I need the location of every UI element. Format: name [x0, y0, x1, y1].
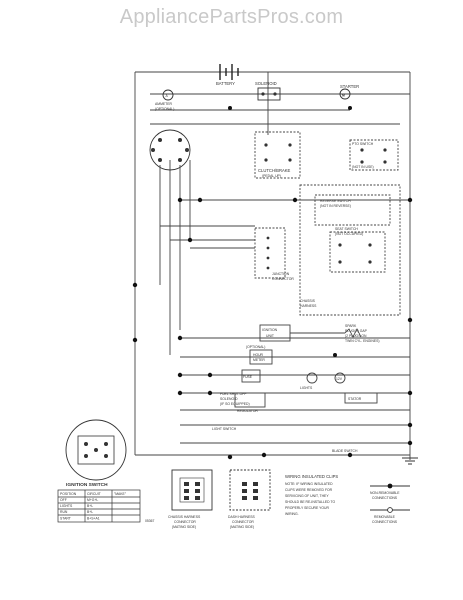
chassis-connector-label-3: (MATING SIDE) — [172, 525, 196, 529]
connector-label: CONNECTOR — [272, 277, 294, 281]
reverse-switch-label: REVERSE SWITCH — [320, 199, 351, 203]
ignition-switch-label: IGNITION SWITCH — [66, 482, 108, 488]
stator-label: STATOR — [348, 397, 362, 401]
spark-label-2: PLUG(S) GAP — [345, 329, 368, 333]
blade-switch-label: BLADE SWITCH — [332, 449, 358, 453]
ground-icon — [402, 457, 418, 465]
lights-label: LIGHTS — [300, 386, 313, 390]
solenoid-icon — [257, 87, 281, 101]
ignition-switch-icon — [149, 129, 191, 171]
ammeter-icon: A — [162, 89, 174, 101]
wiring-clips-note-6: WIRING. — [285, 512, 299, 516]
starter-label: STARTER — [340, 84, 359, 89]
clutch-brake-label: CLUTCH/BRAKE — [258, 168, 291, 173]
legend-non-removable-label-1: NON-REMOVABLE — [370, 491, 400, 495]
legend-removable-label-2: CONNECTIONS — [372, 520, 398, 524]
ign-table-row-4-circ: B+S+A1 — [87, 517, 100, 521]
spark-label-3: (2 PLUGS ON — [345, 334, 367, 338]
ign-table-head-position: POSITION — [60, 492, 77, 496]
wiring-clips-note-1: NOTE: IF WIRING INSULATED — [285, 482, 333, 486]
hour-meter-label-2: METER — [253, 358, 265, 362]
ign-table-row-1-pos: OFF — [60, 498, 67, 502]
spark-label-1: SPARK — [345, 324, 357, 328]
watermark: AppliancePartsPros.com — [119, 6, 344, 28]
ign-table-row-4-pos: START — [60, 517, 71, 521]
chassis-label: CHASSIS — [300, 299, 316, 303]
ignition-switch-face — [65, 419, 127, 481]
wiring-clips-note-3: SERVICING OF UNIT, THEY — [285, 494, 329, 498]
spark-label-4: TWIN CYL. ENGINES) — [345, 339, 379, 343]
chassis-harness-connector-icon — [171, 469, 213, 511]
seat-switch-label: SEAT SWITCH — [335, 227, 358, 231]
chassis-connector-label-1: CHASSIS HARNESS — [168, 515, 201, 519]
ign-table-row-2-circ: B+L — [87, 504, 93, 508]
wiring-clips-title: WIRING INSULATED CLIPS — [285, 474, 338, 479]
ignition-unit-label-1: IGNITION — [262, 328, 278, 332]
pto-switch-sub-label: (NOT IN USE) — [352, 165, 374, 169]
legend-non-removable-label-2: CONNECTIONS — [372, 496, 398, 500]
ammeter-optional-label: (OPTIONAL) — [155, 107, 174, 111]
hour-meter-optional-label: (OPTIONAL) — [246, 345, 265, 349]
ammeter-label: AMMETER — [155, 102, 173, 106]
hour-meter-label-1: HOUR — [253, 353, 264, 357]
ign-table-head-make: "MAKE" — [114, 492, 127, 496]
spark-plug-icon — [344, 328, 362, 338]
dash-connector-label-3: (MATING SIDE) — [230, 525, 254, 529]
power-outlet-label: 12V — [336, 377, 343, 381]
ignition-table-grid — [57, 489, 141, 523]
dash-connector-label-1: DASH HARNESS — [228, 515, 255, 519]
wiring-clips-note-5: PROPERLY SECURE YOUR — [285, 506, 329, 510]
reverse-switch-sub-label: (NOT IN REVERSE) — [320, 204, 351, 208]
pto-switch-label: PTO SWITCH — [352, 142, 374, 146]
svg-text:A: A — [166, 94, 169, 98]
ign-table-head-circuit: CIRCUIT — [87, 492, 101, 496]
wiring-clips-note-2: CLIPS WERE REMOVED FOR — [285, 488, 333, 492]
fuel-shutoff-label-2: SOLENOID — [220, 397, 238, 401]
harness-label: HARNESS — [300, 304, 317, 308]
seat-switch-sub-label: (NOT OCCUPIED) — [335, 232, 363, 236]
ign-table-row-1-circ: M+G+L — [87, 498, 98, 502]
battery-label: BATTERY — [216, 81, 235, 86]
wiring-clips-note-4: SHOULD BE RE-INSTALLED TO — [285, 500, 335, 504]
clutch-brake-sub-label: (PEDAL UP) — [262, 174, 281, 178]
part-number: 05367 — [145, 519, 155, 523]
dash-connector-label-2: CONNECTOR — [232, 520, 254, 524]
junction-label: JUNCTION — [272, 272, 290, 276]
starter-icon: M — [339, 88, 351, 100]
ign-table-row-3-circ: B+L — [87, 510, 93, 514]
legend-removable-label-1: REMOVABLE — [374, 515, 396, 519]
fuel-shutoff-label-3: (IF SO EQUIPPED) — [220, 402, 250, 406]
regulator-label: REGULATOR — [237, 409, 258, 413]
svg-text:M: M — [342, 94, 345, 98]
solenoid-label: SOLENOID — [255, 81, 277, 86]
light-switch-label: LIGHT SWITCH — [212, 427, 237, 431]
battery-icon — [219, 64, 239, 80]
fuse-label: FUSE — [243, 375, 253, 379]
dash-harness-connector-icon — [229, 469, 271, 511]
fuel-shutoff-label-1: FUEL SHUT-OFF — [220, 392, 246, 396]
ign-table-row-3-pos: RUN — [60, 510, 68, 514]
legend-removable — [370, 507, 410, 513]
legend-non-removable — [370, 483, 410, 489]
ign-table-row-2-pos: LIGHTS — [60, 504, 73, 508]
ignition-unit-label-2: UNIT — [266, 334, 274, 338]
chassis-connector-label-2: CONNECTOR — [174, 520, 196, 524]
